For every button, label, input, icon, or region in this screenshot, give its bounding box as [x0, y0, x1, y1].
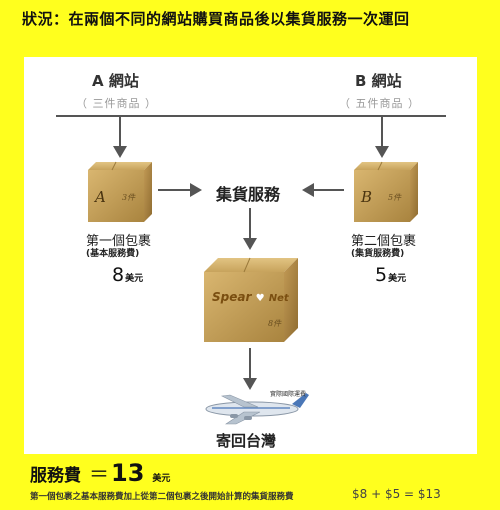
service-fee-label: 服務費 [30, 466, 81, 486]
site-b-name: B 網站 [355, 72, 402, 90]
box-b-count: 5件 [388, 193, 402, 202]
brand-heart-icon: ♥ [255, 293, 265, 304]
destination-label: 寄回台灣 [216, 432, 277, 450]
box-a-icon [88, 161, 152, 222]
service-fee-row: 服務費 ＝13 美元 [30, 458, 170, 487]
consolidation-service-label: 集貨服務 [216, 185, 281, 204]
big-box-brand-net: Net [268, 293, 289, 304]
big-box-icon [204, 257, 298, 342]
box-b-icon [354, 161, 418, 222]
arrow-b-to-center [302, 183, 344, 197]
arrow-b-down [375, 116, 389, 158]
site-a-name: A 網站 [92, 72, 139, 90]
package-1-price: 8美元 [112, 264, 143, 286]
site-b-sub: （ 五件商品 ） [339, 97, 420, 110]
arrow-a-down [113, 116, 127, 158]
package-2-price-unit: 美元 [388, 274, 407, 284]
package-2-price-value: 5 [375, 264, 388, 286]
service-fee-value: 13 [111, 459, 145, 487]
box-a-count: 3件 [122, 193, 136, 202]
arrow-box-to-plane [243, 348, 257, 390]
service-fee-equals: ＝ [89, 462, 109, 486]
headline: 狀況：在兩個不同的網站購買商品後以集貨服務一次運回 [22, 10, 410, 28]
big-box-count: 8件 [268, 319, 282, 328]
box-a-letter: A [95, 188, 106, 206]
package-1-price-value: 8 [112, 264, 125, 286]
arrow-center-down [243, 208, 257, 250]
package-1-price-unit: 美元 [125, 274, 144, 284]
big-box-brand: Spear ♥ Net [212, 290, 289, 304]
package-1-sub: (基本服務費) [86, 249, 140, 259]
arrow-a-to-center [158, 183, 202, 197]
service-fee-unit: 美元 [152, 474, 171, 484]
fee-explanation: 第一個包裹之基本服務費加上從第二個包裹之後開始計算的集貨服務費 [30, 492, 294, 502]
package-2-label: 第二個包裹 [351, 234, 417, 249]
package-1-label: 第一個包裹 [86, 234, 152, 249]
package-2-sub: (集貨服務費) [351, 249, 405, 259]
airplane-icon [205, 393, 309, 425]
package-2-price: 5美元 [375, 264, 406, 286]
box-b-letter: B [361, 188, 373, 206]
site-a-sub: （ 三件商品 ） [76, 97, 157, 110]
big-box-brand-main: Spear [212, 290, 252, 304]
shipping-tag: 實際國際運費 [270, 391, 307, 398]
fee-formula: $8 + $5 = $13 [352, 487, 441, 501]
